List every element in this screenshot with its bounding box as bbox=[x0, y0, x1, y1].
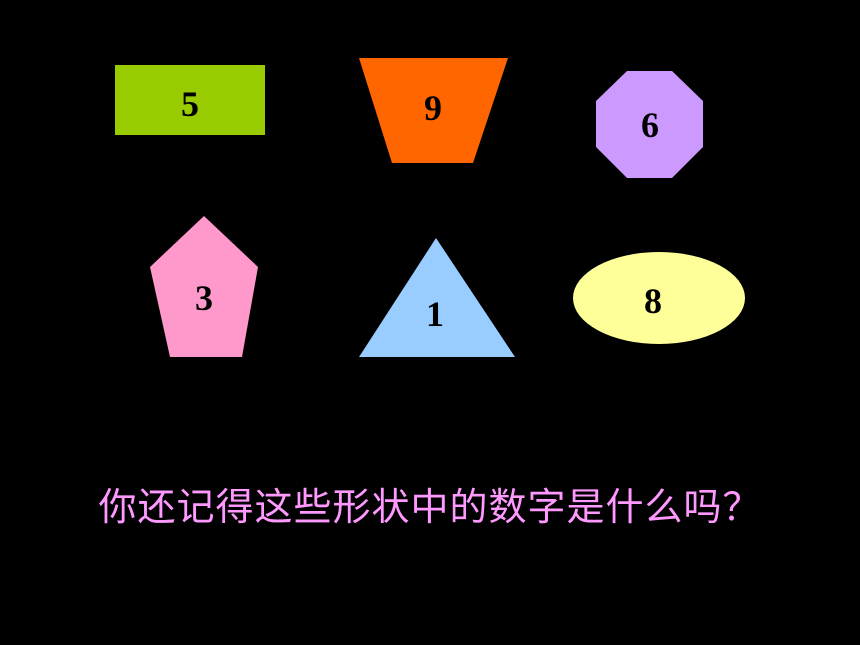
trapezoid-number: 9 bbox=[424, 88, 442, 128]
rectangle-number: 5 bbox=[181, 84, 199, 124]
ellipse-number: 8 bbox=[644, 281, 662, 321]
rectangle-shape: 5 bbox=[115, 65, 265, 135]
triangle-fill bbox=[359, 238, 515, 357]
ellipse-fill bbox=[573, 252, 745, 344]
octagon-number: 6 bbox=[641, 105, 659, 145]
ellipse-shape: 8 bbox=[573, 252, 745, 344]
octagon-fill bbox=[596, 71, 703, 178]
triangle-number: 1 bbox=[426, 294, 444, 334]
pentagon-fill bbox=[150, 216, 258, 357]
trapezoid-fill bbox=[359, 58, 508, 163]
triangle-shape: 1 bbox=[359, 238, 515, 357]
octagon-shape: 6 bbox=[596, 71, 703, 178]
rectangle-fill bbox=[115, 65, 265, 135]
trapezoid-shape: 9 bbox=[359, 58, 508, 163]
pentagon-number: 3 bbox=[195, 278, 213, 318]
pentagon-shape: 3 bbox=[150, 216, 258, 357]
question-text: 你还记得这些形状中的数字是什么吗？ bbox=[98, 485, 762, 529]
